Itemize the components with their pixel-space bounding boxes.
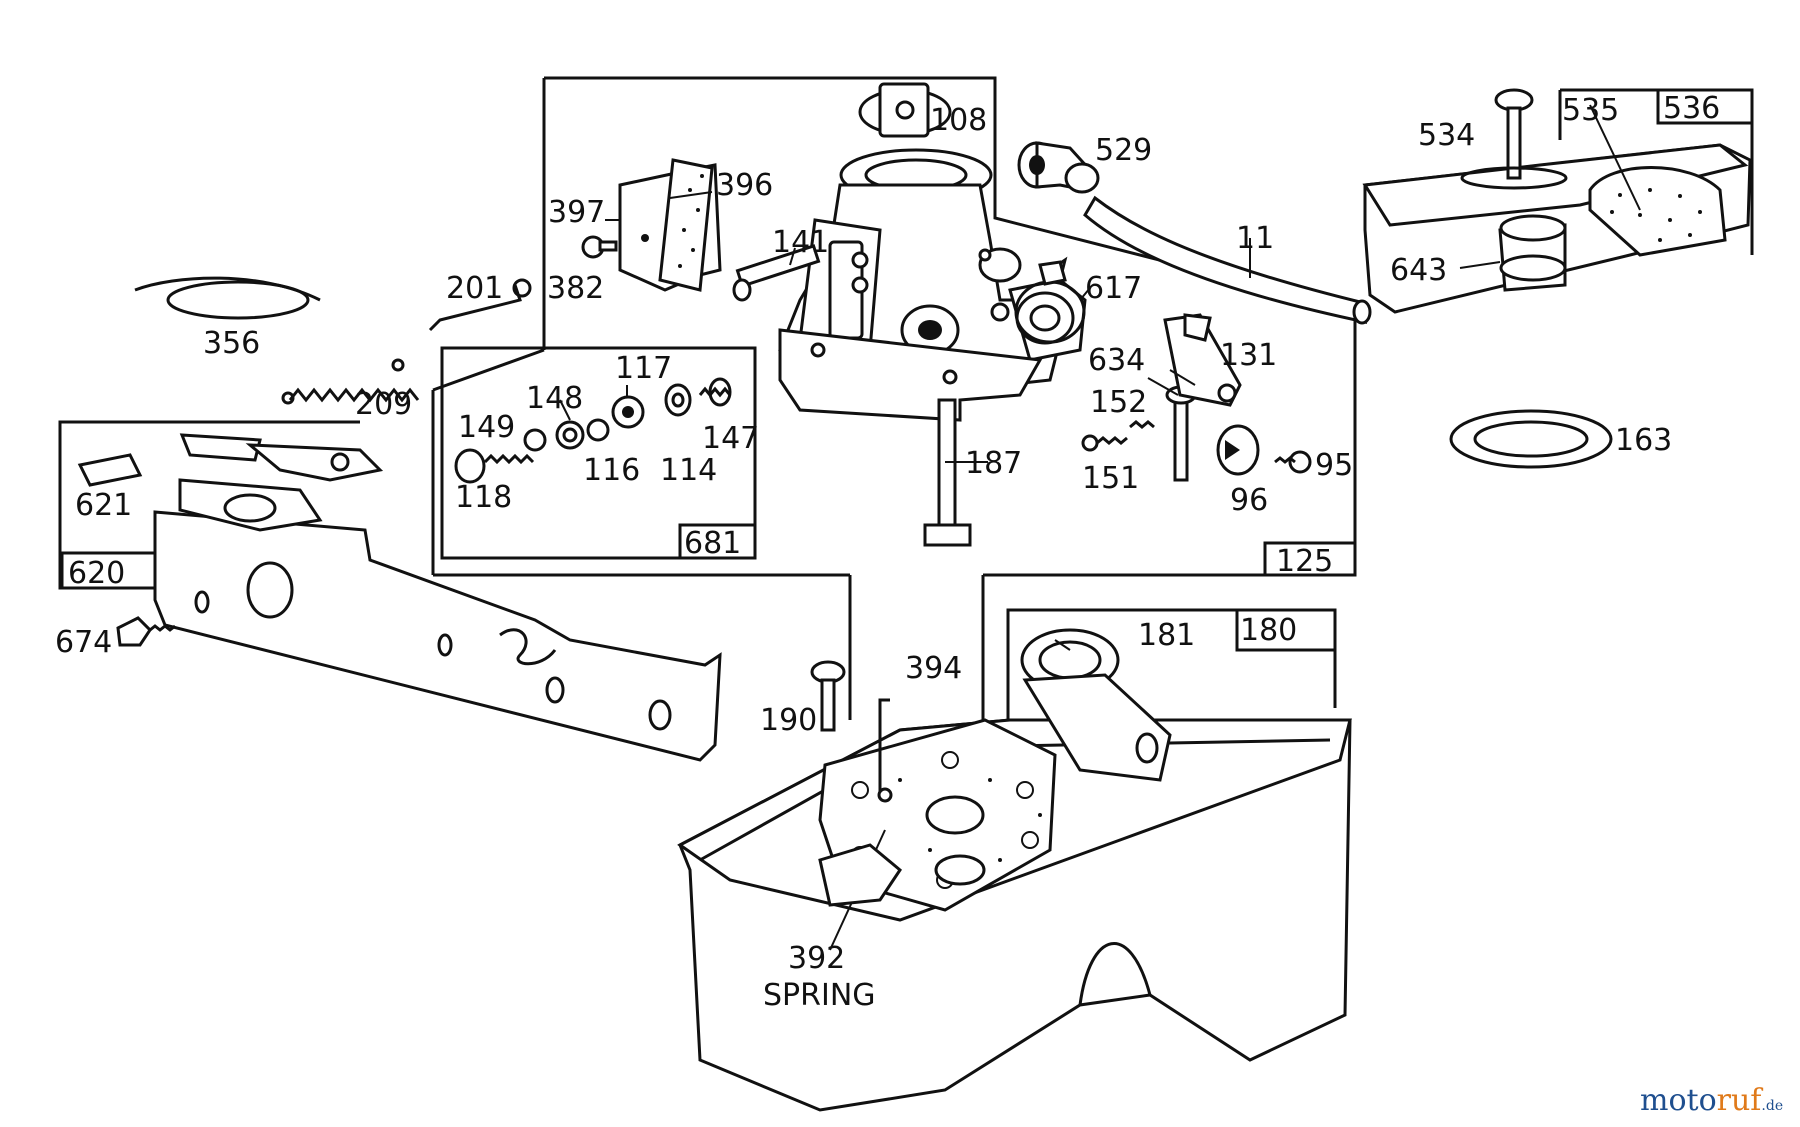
screw-190 (810, 660, 846, 732)
label-108: 108 (930, 103, 987, 138)
link-201 (428, 278, 532, 332)
gasket-163 (1449, 409, 1613, 469)
label-534: 534 (1418, 118, 1475, 153)
label-190: 190 (760, 703, 817, 738)
group-620-outline (58, 420, 360, 590)
label-152: 152 (1090, 385, 1147, 420)
watermark-accent: ruf (1717, 1083, 1764, 1118)
label-117: 117 (615, 351, 672, 386)
label-674: 674 (55, 625, 112, 660)
filter-element-535 (1588, 166, 1727, 257)
filler-neck-181 (1020, 628, 1172, 782)
leader-lines (559, 104, 1641, 651)
governor-lever-621 (77, 433, 384, 532)
ring-356 (134, 276, 321, 320)
label-397: 397 (548, 195, 605, 230)
label-643: 643 (1390, 253, 1447, 288)
label-118: 118 (455, 480, 512, 515)
label-529: 529 (1095, 133, 1152, 168)
label-394: 394 (905, 651, 962, 686)
label-11: 11 (1236, 221, 1274, 256)
box-620 (60, 551, 164, 590)
label-spring: SPRING (763, 978, 876, 1013)
screw-95 (1274, 450, 1312, 474)
group-681-outline (440, 346, 757, 560)
throttle-plate-96 (1216, 424, 1260, 476)
governor-bracket (153, 510, 722, 762)
label-149: 149 (458, 410, 515, 445)
label-634: 634 (1088, 343, 1145, 378)
label-163: 163 (1615, 423, 1672, 458)
choke-plate-108 (858, 82, 952, 138)
box-label-681: 681 (684, 526, 741, 561)
watermark-tld: .de (1761, 1098, 1783, 1114)
label-621: 621 (75, 488, 132, 523)
screw-382 (581, 235, 618, 259)
screw-534 (1460, 88, 1568, 190)
carburetor-body (778, 148, 1087, 422)
label-147: 147 (702, 421, 759, 456)
gasket-396 (658, 158, 714, 292)
box-labels: 536 681 125 620 180 (68, 91, 1720, 648)
label-617: 617 (1085, 271, 1142, 306)
label-148: 148 (526, 381, 583, 416)
throttle-shaft-634 (1165, 385, 1197, 482)
label-396: 396 (716, 168, 773, 203)
spring-209 (281, 358, 420, 405)
group-180-outline (1006, 608, 1337, 728)
screw-187 (923, 398, 988, 547)
group-536-outline (1558, 88, 1754, 255)
screw-674 (116, 616, 176, 647)
label-96: 96 (1230, 483, 1268, 518)
box-125 (1263, 541, 1357, 577)
label-535: 535 (1562, 93, 1619, 128)
label-131: 131 (1220, 338, 1277, 373)
clamp-617 (1014, 260, 1086, 344)
elbow-529 (1017, 141, 1100, 194)
watermark-main: moto (1640, 1083, 1717, 1118)
screw-151 (1081, 434, 1128, 452)
label-209: 209 (355, 387, 412, 422)
label-187: 187 (965, 446, 1022, 481)
box-label-125: 125 (1276, 544, 1333, 579)
spring-152 (1129, 420, 1155, 429)
fuel-tube-11 (1083, 195, 1372, 325)
label-356: 356 (203, 326, 260, 361)
svg-text:motoruf.de: motoruf.de (1640, 1083, 1783, 1118)
box-label-180: 180 (1240, 613, 1297, 648)
label-392: 392 (788, 941, 845, 976)
label-114: 114 (660, 453, 717, 488)
label-151: 151 (1082, 461, 1139, 496)
label-141: 141 (772, 225, 829, 260)
throttle-lever-131 (1163, 313, 1242, 407)
label-95: 95 (1315, 448, 1353, 483)
box-180 (1235, 608, 1337, 652)
label-201: 201 (446, 271, 503, 306)
box-681 (678, 523, 757, 560)
box-label-620: 620 (68, 556, 125, 591)
watermark-logo: motoruf.de (1640, 1083, 1783, 1118)
tank-pickup (818, 843, 986, 907)
label-116: 116 (583, 453, 640, 488)
part-labels: 108 396 397 382 201 141 529 534 535 643 … (55, 93, 1672, 1013)
label-181: 181 (1138, 618, 1195, 653)
box-536 (1656, 88, 1754, 125)
needle-valve-kit (454, 377, 732, 484)
box-label-536: 536 (1663, 91, 1720, 126)
label-382: 382 (547, 271, 604, 306)
shaft-141 (732, 244, 821, 302)
